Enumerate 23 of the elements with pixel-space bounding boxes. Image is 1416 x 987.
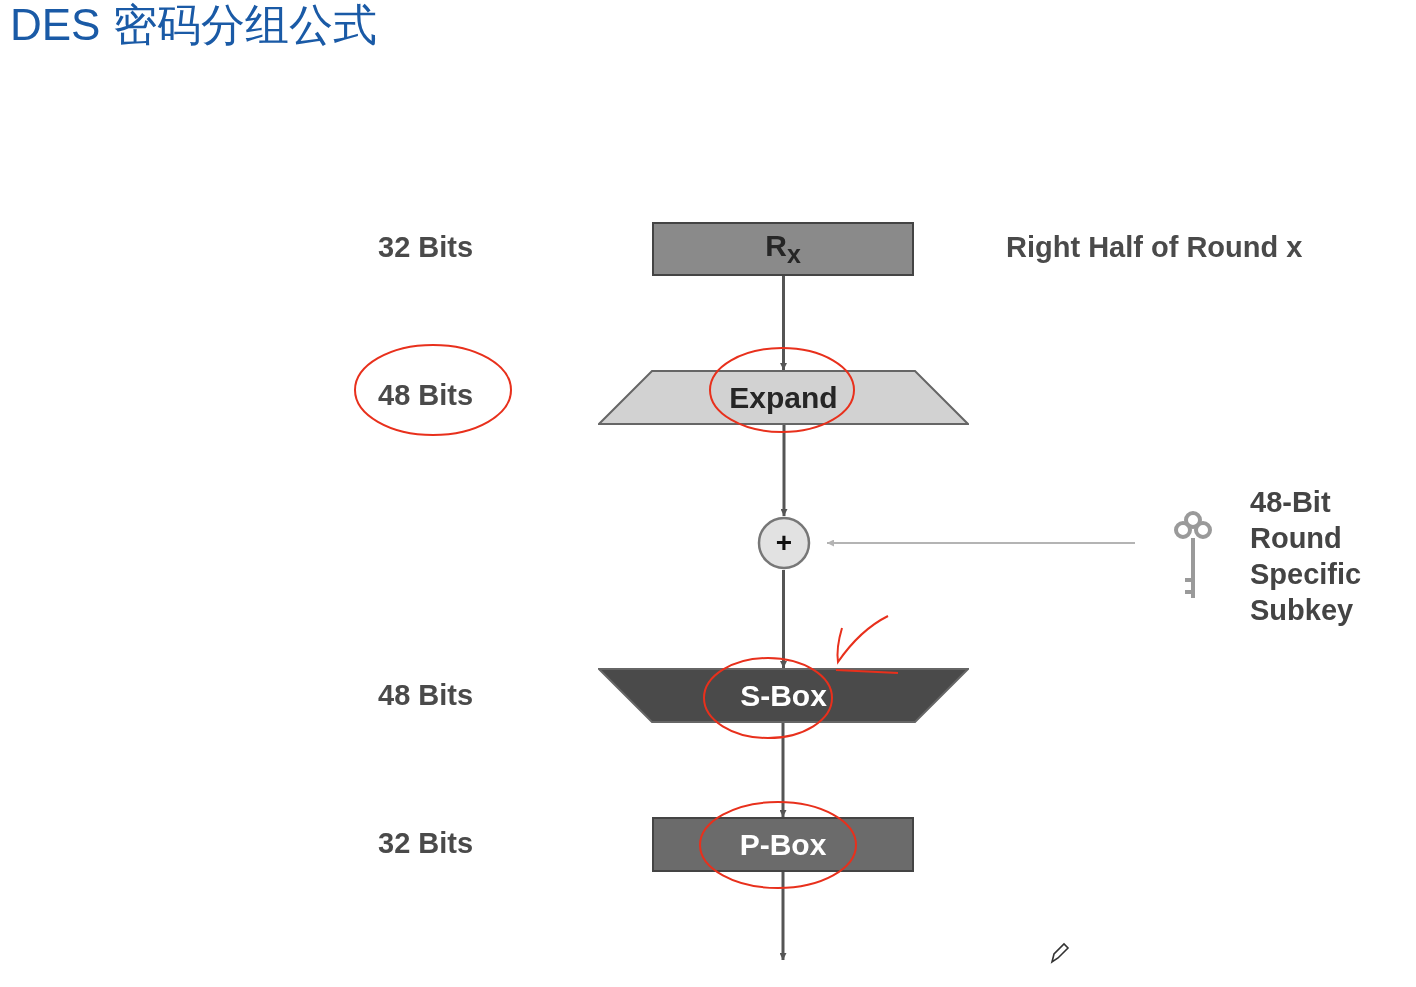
plus-sign: + [775, 527, 793, 559]
bit-width-label: 32 Bits [378, 231, 474, 264]
side-note: Right Half of Round x [1006, 231, 1303, 264]
arrow [780, 276, 787, 370]
bit-width-label: 32 Bits [378, 827, 474, 860]
arrow [779, 723, 787, 817]
arrow [780, 570, 787, 668]
block-label: P-Box [739, 827, 827, 862]
title: DES 密码分组公式 [10, 0, 377, 51]
block-label: R$_{x}$ [765, 229, 801, 269]
arrow [826, 539, 1136, 547]
arrow [780, 425, 788, 516]
block-label: Expand [729, 380, 838, 415]
xor-circle [757, 516, 811, 570]
block-label: S-Box [740, 678, 827, 713]
bit-width-label: 48 Bits [378, 679, 474, 712]
subkey-label: 48-Bit Round Specific Subkey [1250, 485, 1363, 628]
expand-trapezoid [598, 370, 969, 425]
process-box [652, 817, 914, 872]
bit-width-label: 48 Bits [378, 379, 474, 412]
sbox-trapezoid [598, 668, 969, 723]
arrow [779, 872, 787, 960]
process-box [652, 222, 914, 276]
